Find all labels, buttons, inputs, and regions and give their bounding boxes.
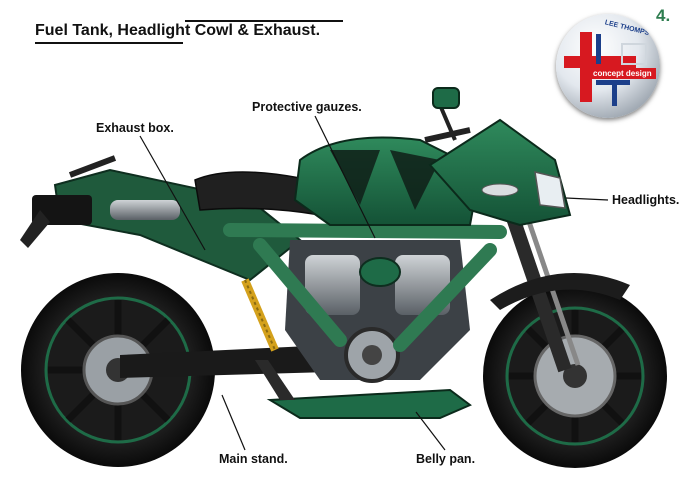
main-stand — [255, 360, 295, 400]
headlight-cowl — [428, 118, 572, 227]
callout-protective-gauzes: Protective gauzes. — [252, 100, 362, 114]
callout-headlights: Headlights. — [612, 193, 680, 207]
logo-cross-icon — [564, 32, 647, 106]
logo-tagline: concept design — [589, 68, 656, 79]
front-wheel — [483, 284, 667, 468]
headlight-icon — [534, 171, 566, 209]
handlebar-mirror — [424, 87, 471, 143]
exhaust-silencer — [110, 200, 180, 220]
belly-pan — [266, 388, 472, 419]
concept-design-logo: LEE THOMPSON concept design — [556, 14, 660, 118]
callout-exhaust-box: Exhaust box. — [96, 121, 174, 135]
callout-belly-pan: Belly pan. — [416, 452, 476, 466]
tail-section — [20, 155, 302, 282]
rear-wheel — [21, 273, 215, 467]
callout-leader-lines — [139, 115, 609, 451]
fuel-tank — [293, 136, 482, 226]
title-overline — [185, 20, 343, 22]
title-underline — [35, 42, 183, 44]
page-number: 4. — [656, 6, 671, 25]
rear-shock — [241, 278, 279, 352]
trellis-frame — [223, 223, 507, 352]
callout-main-stand: Main stand. — [219, 452, 288, 466]
engine — [285, 240, 470, 383]
front-fender — [490, 273, 630, 310]
page-title: Fuel Tank, Headlight Cowl & Exhaust. — [35, 22, 321, 39]
